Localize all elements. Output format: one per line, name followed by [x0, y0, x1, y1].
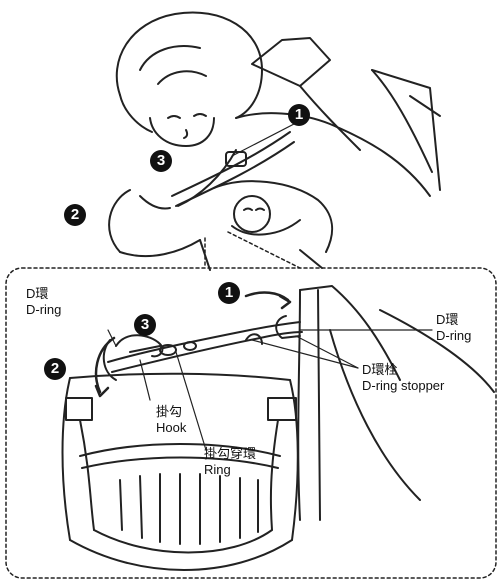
inset-step-2-badge: 2	[44, 358, 66, 380]
d-ring-right-label-en: D-ring	[436, 328, 471, 343]
ring-label-cn: 掛勾穿環	[204, 446, 256, 461]
step-2-badge: 2	[64, 204, 86, 226]
d-ring-left-label-en: D-ring	[26, 302, 61, 317]
step-3-badge: 3	[150, 150, 172, 172]
d-ring-stopper-label-en: D-ring stopper	[362, 378, 444, 393]
hook-label-cn: 掛勾	[156, 404, 182, 419]
detail-inset-frame	[6, 268, 496, 578]
inset-step-1-badge: 1	[218, 282, 240, 304]
ring-label-en: Ring	[204, 462, 231, 477]
d-ring-stopper-label-cn: D環栓	[362, 362, 397, 377]
parent-figure	[109, 12, 440, 270]
step-1-badge: 1	[288, 104, 310, 126]
carrier-detail	[63, 286, 495, 570]
inset-step-3-badge: 3	[134, 314, 156, 336]
hook-label-en: Hook	[156, 420, 186, 435]
d-ring-right-label-cn: D環	[436, 312, 458, 327]
d-ring-left-label-cn: D環	[26, 286, 48, 301]
